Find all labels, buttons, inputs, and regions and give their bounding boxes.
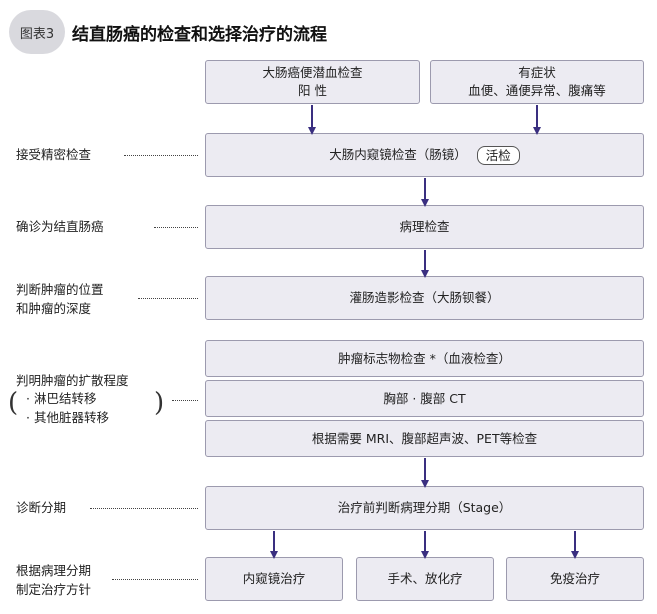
immuno-label: 免疫治疗 bbox=[549, 571, 600, 586]
right-paren: ) bbox=[154, 388, 165, 418]
label-treatment-plan: 根据病理分期 制定治疗方针 bbox=[16, 561, 91, 599]
symptoms-box: 有症状 血便、通便异常、腹痛等 bbox=[430, 60, 644, 104]
label-detailed-exam: 接受精密检查 bbox=[16, 147, 92, 162]
dotted-leader bbox=[138, 298, 198, 299]
barium-label: 灌肠造影检查（大肠钡餐） bbox=[349, 290, 500, 305]
colonoscopy-label: 大肠内窥镜检查（肠镜） bbox=[329, 147, 467, 162]
barium-enema-box: 灌肠造影检查（大肠钡餐） bbox=[205, 276, 644, 320]
surgery-label: 手术、放化疗 bbox=[387, 571, 463, 586]
left-paren: ( bbox=[8, 388, 19, 418]
label-spread: 判明肿瘤的扩散程度 bbox=[16, 373, 129, 388]
staging-label: 治疗前判断病理分期（Stage） bbox=[337, 500, 512, 515]
label-stage-diagnosis: 诊断分期 bbox=[16, 500, 67, 515]
pathology-box: 病理检查 bbox=[205, 205, 644, 249]
figure-badge: 图表3 bbox=[9, 10, 65, 54]
fobt-line2: 阳 性 bbox=[298, 83, 327, 98]
fobt-positive-box: 大肠癌便潜血检查 阳 性 bbox=[205, 60, 420, 104]
endoscopic-treatment-box: 内窥镜治疗 bbox=[205, 557, 343, 601]
tumor-marker-label: 肿瘤标志物检查 *（血液检查） bbox=[338, 350, 511, 366]
label-tumor-position-line2: 和肿瘤的深度 bbox=[16, 301, 92, 316]
dotted-leader bbox=[112, 579, 198, 580]
mri-us-pet-box: 根据需要 MRI、腹部超声波、PET等检查 bbox=[205, 420, 644, 457]
colonoscopy-box: 大肠内窥镜检查（肠镜） 活检 bbox=[205, 133, 644, 177]
dotted-leader bbox=[154, 227, 198, 228]
staging-box: 治疗前判断病理分期（Stage） bbox=[205, 486, 644, 530]
endoscopic-label: 内窥镜治疗 bbox=[242, 571, 306, 586]
label-tumor-position: 判断肿瘤的位置 和肿瘤的深度 bbox=[16, 280, 104, 318]
chest-abdomen-ct-box: 胸部 · 腹部 CT bbox=[205, 380, 644, 417]
dotted-leader bbox=[90, 508, 198, 509]
label-treatment-plan-line1: 根据病理分期 bbox=[16, 563, 92, 578]
mri-us-pet-label: 根据需要 MRI、腹部超声波、PET等检查 bbox=[311, 430, 538, 446]
pathology-label: 病理检查 bbox=[399, 219, 450, 234]
surgery-chemo-box: 手术、放化疗 bbox=[356, 557, 494, 601]
label-diagnosis: 确诊为结直肠癌 bbox=[16, 219, 104, 234]
label-spread-lymph: · 淋巴结转移 bbox=[26, 391, 97, 406]
dotted-leader bbox=[172, 400, 198, 401]
label-tumor-position-line1: 判断肿瘤的位置 bbox=[16, 282, 104, 297]
label-treatment-plan-line2: 制定治疗方针 bbox=[16, 582, 92, 597]
label-spread-organ: · 其他脏器转移 bbox=[26, 410, 109, 425]
symptom-line2: 血便、通便异常、腹痛等 bbox=[468, 83, 606, 98]
figure-title: 结直肠癌的检查和选择治疗的流程 bbox=[72, 25, 327, 45]
biopsy-pill: 活检 bbox=[476, 145, 520, 165]
dotted-leader bbox=[124, 155, 198, 156]
ct-label: 胸部 · 腹部 CT bbox=[383, 390, 466, 406]
symptom-line1: 有症状 bbox=[518, 65, 556, 80]
tumor-marker-box: 肿瘤标志物检查 *（血液检查） bbox=[205, 340, 644, 377]
fobt-line1: 大肠癌便潜血检查 bbox=[262, 65, 363, 80]
